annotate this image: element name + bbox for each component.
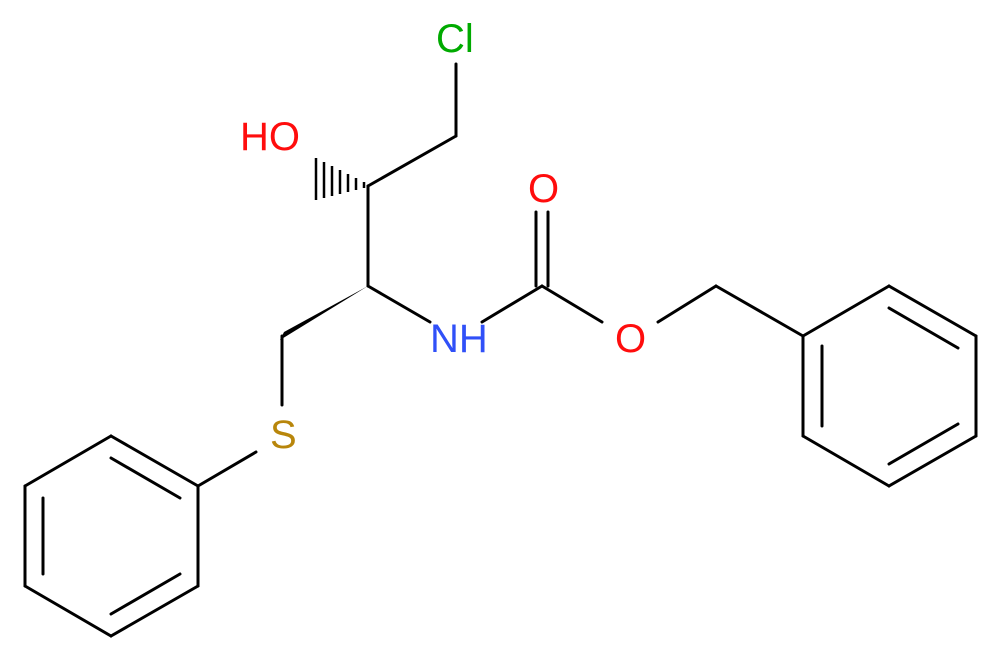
benzene-ring-left [23, 434, 200, 638]
carbonyl-oxygen-label: O [528, 167, 559, 211]
chlorine-label: Cl [436, 17, 474, 61]
benzene-ring-right [801, 284, 978, 488]
wedge-bond-c2-ch2 [280, 286, 368, 340]
bond-ch2-benzyl [714, 284, 805, 338]
bond-carbonyl-o [540, 284, 604, 324]
bond-nh-carbonyl [480, 284, 544, 324]
hydroxyl-label: HO [240, 115, 300, 159]
bond-o-ch2 [656, 284, 718, 324]
sulfur-label: S [270, 413, 297, 457]
bond-ch2-c3 [366, 134, 458, 188]
bond-s-phenyl [196, 450, 258, 488]
ester-oxygen-label: O [615, 317, 646, 361]
hashed-bond-c3-oh [314, 158, 366, 200]
amine-label: NH [430, 317, 488, 361]
bond-c2-nh [366, 284, 432, 324]
